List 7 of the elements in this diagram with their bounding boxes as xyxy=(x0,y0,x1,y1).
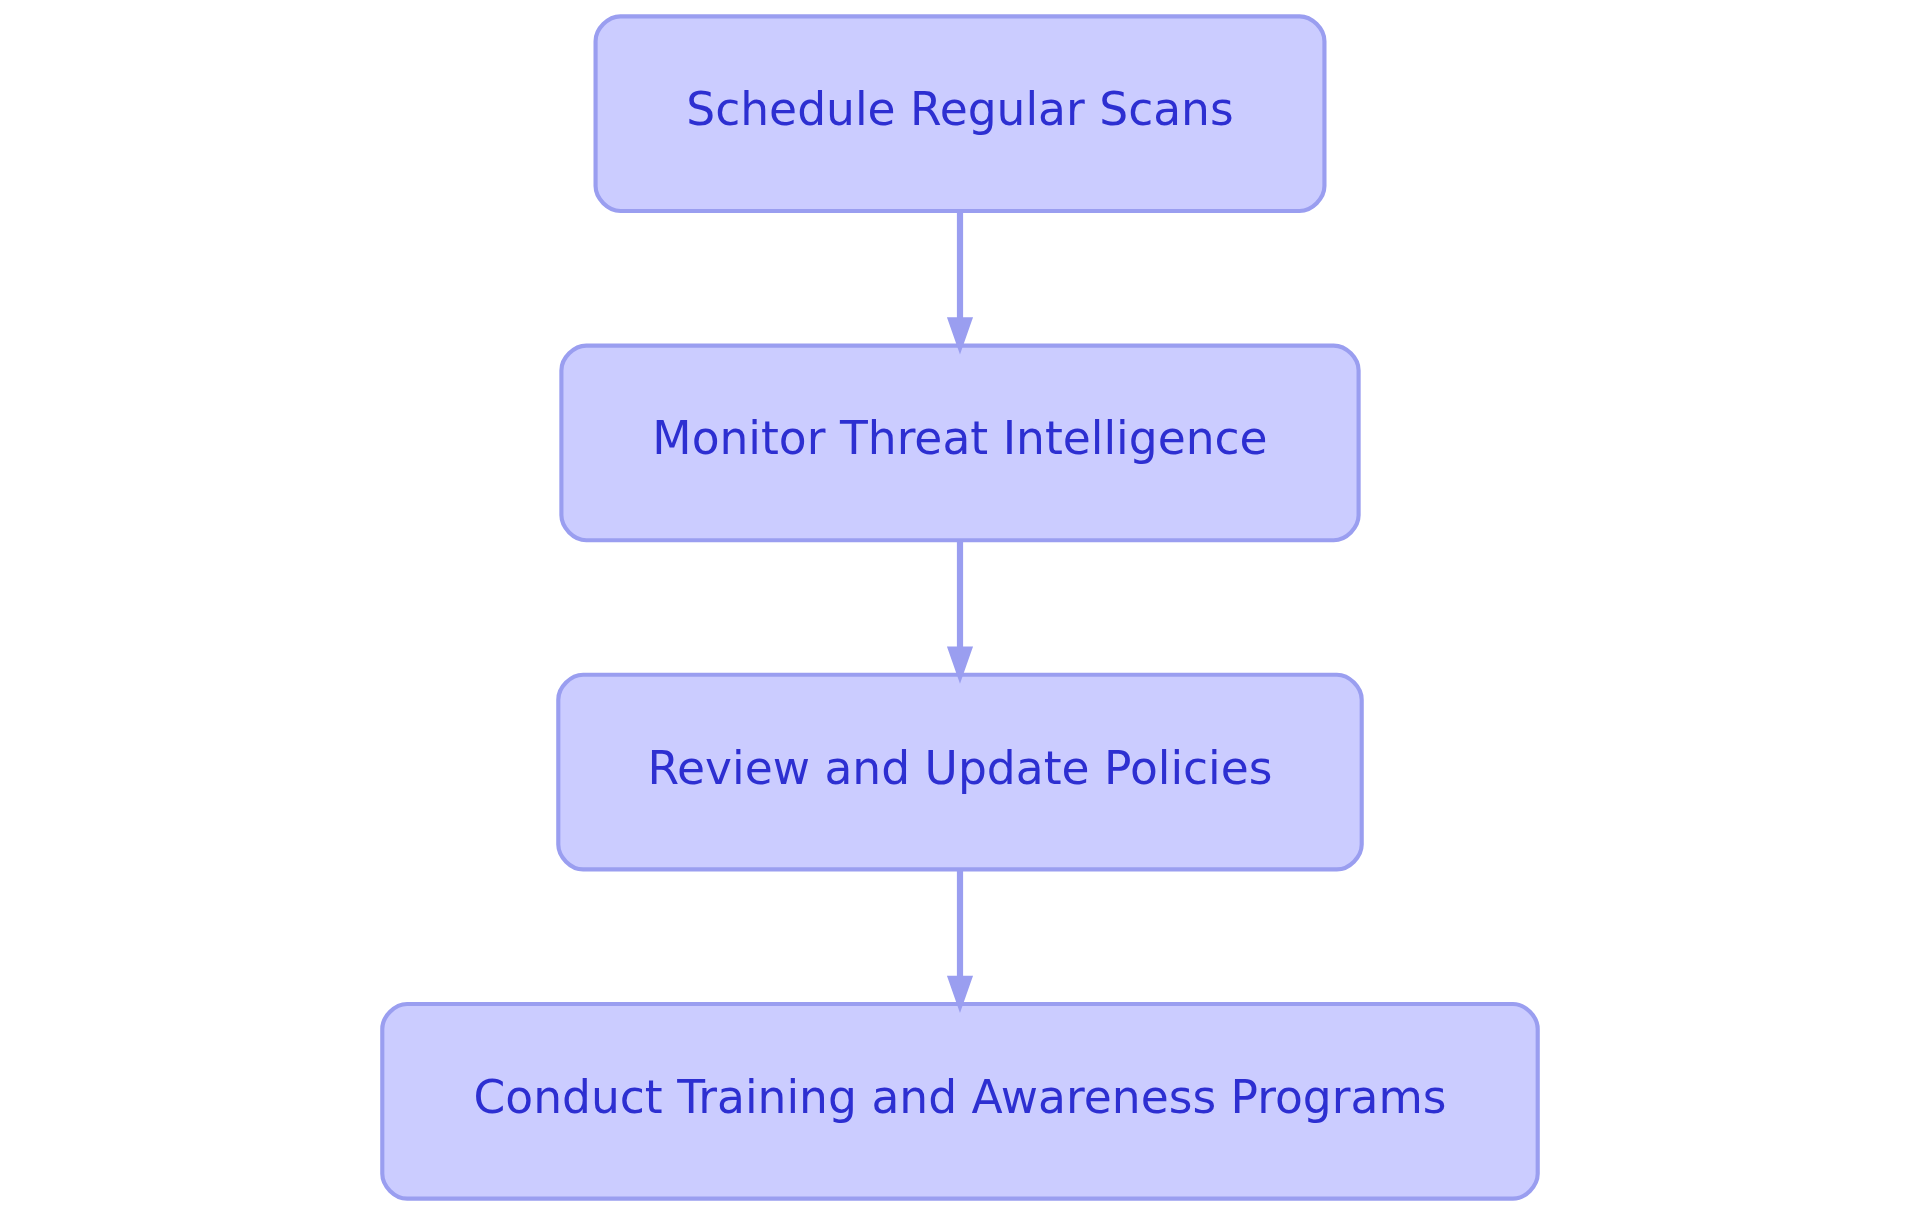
node-box: Review and Update Policies xyxy=(556,672,1364,872)
arrow xyxy=(946,870,974,1013)
arrow xyxy=(946,540,974,684)
node-box: Schedule Regular Scans xyxy=(593,14,1327,214)
node-box: Conduct Training and Awareness Programs xyxy=(380,1001,1540,1201)
node-box: Monitor Threat Intelligence xyxy=(559,343,1361,543)
arrow xyxy=(946,211,974,355)
